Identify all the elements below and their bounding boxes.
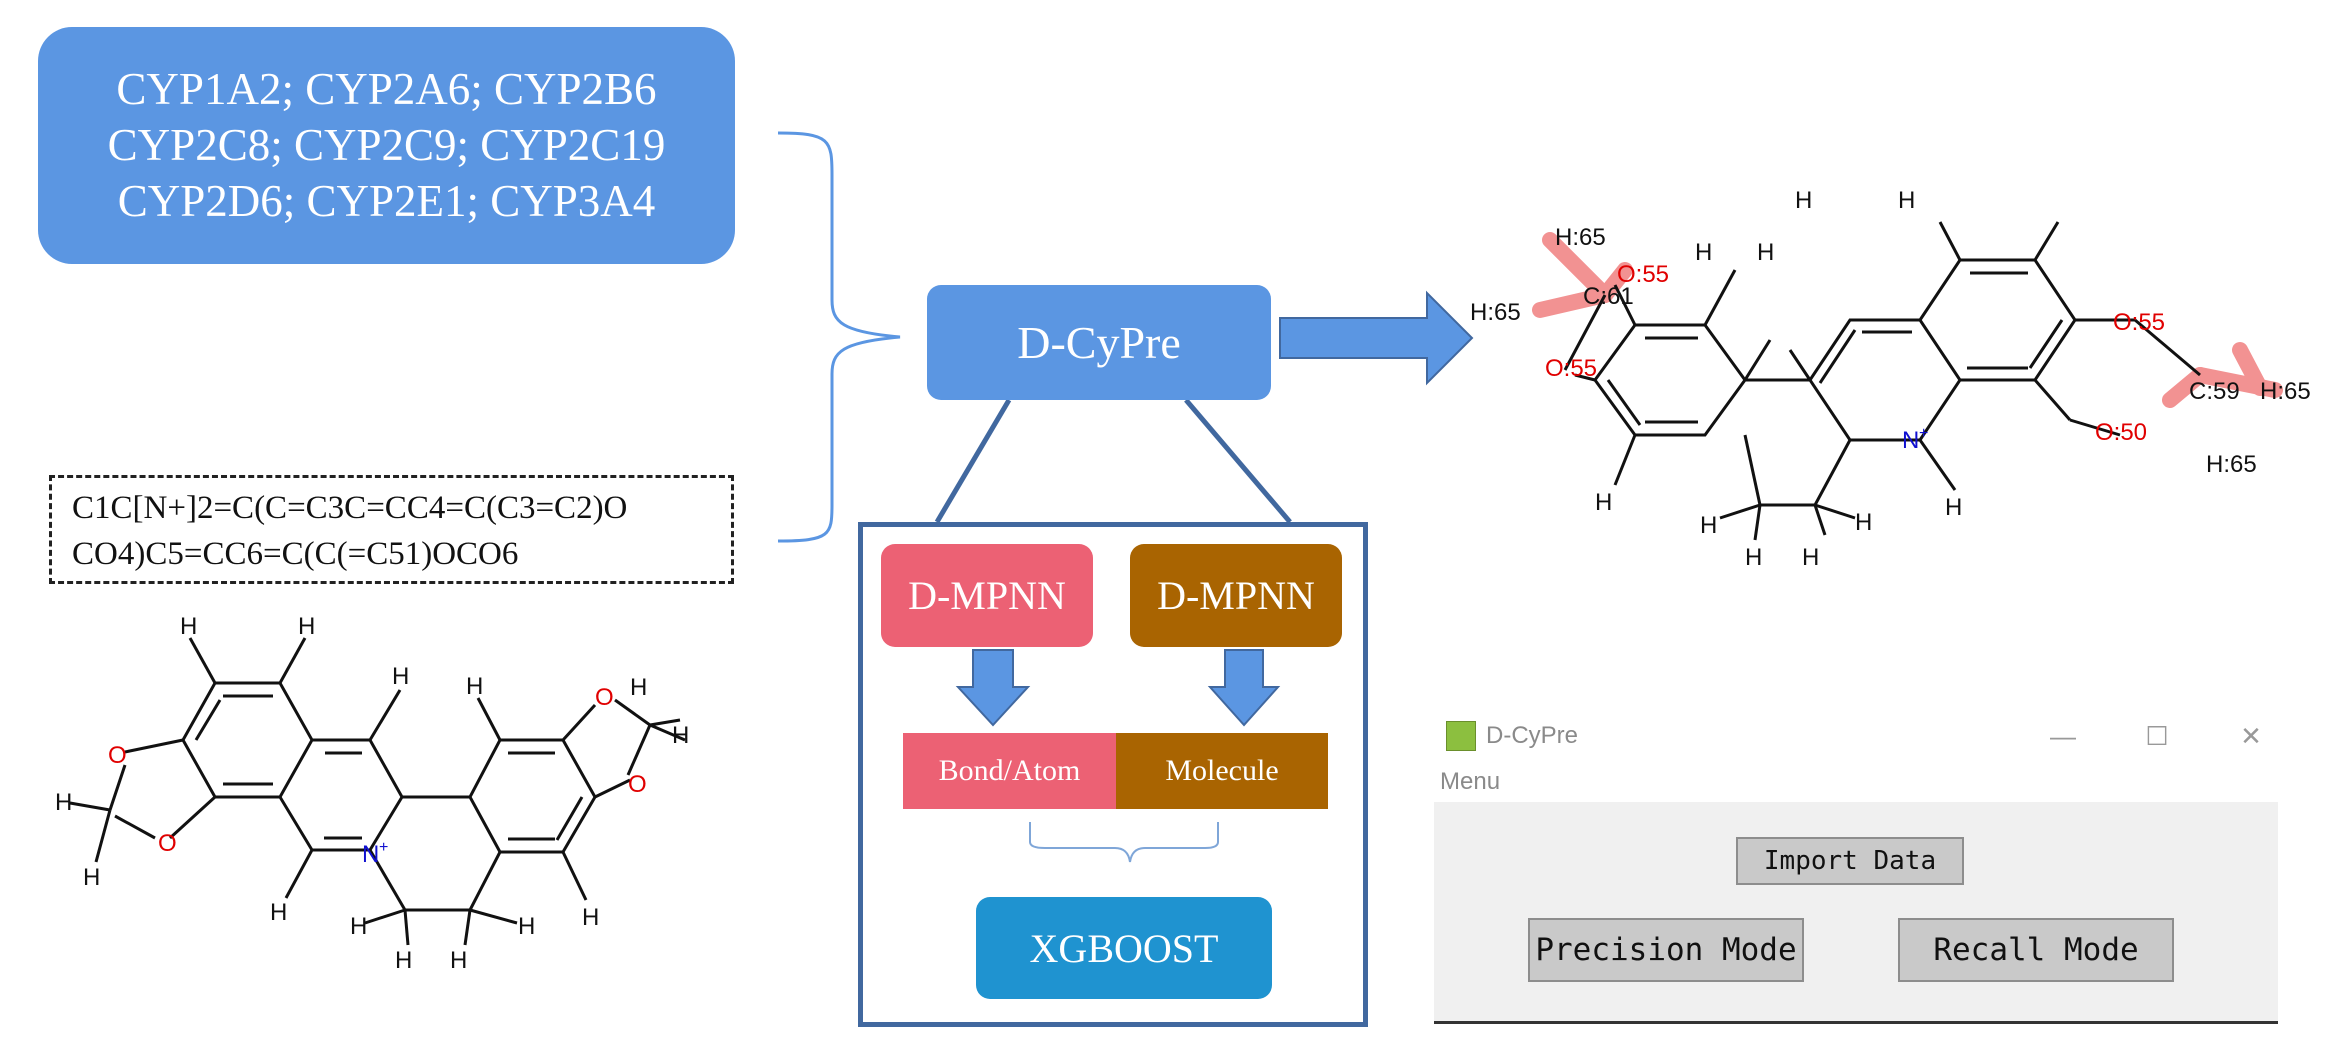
label-c59: C:59 [2189,378,2240,405]
close-icon[interactable]: ✕ [2240,721,2262,751]
bond-atom-feature: Bond/Atom [903,733,1116,809]
annotated-molecule-labels: H:65 H:65 C:61 C:59 H:65 H:65 H H H H H … [1470,187,2311,571]
input-molecule-bonds [69,637,686,946]
atom-h: H [298,613,315,640]
label-o55: O:55 [2113,309,2165,336]
label-h: H [1595,489,1612,516]
atom-o: O [158,830,177,857]
cyp-line-2: CYP2C8; CYP2C9; CYP2C19 [107,120,666,170]
label-o50: O:50 [2095,419,2147,446]
input-molecule-nitrogen: N + [362,839,388,868]
label-h: H [1700,512,1717,539]
annotated-molecule-bonds [1563,221,2201,541]
atom-h: H [672,722,689,749]
import-data-button[interactable]: Import Data [1736,837,1964,885]
label-h: H [1757,239,1774,266]
menu-item[interactable]: Menu [1440,768,1501,795]
window-title: D-CyPre [1486,722,1579,749]
minimize-icon[interactable]: — [2050,721,2076,751]
app-window: D-CyPre — ☐ ✕ Menu Import Data Precision… [1434,710,2278,1024]
label-o55: O:55 [1545,355,1597,382]
app-icon [1446,721,1476,751]
zoom-line-right [1184,398,1292,524]
atom-h: H [450,947,467,974]
dmpnn-bond-atom-box: D-MPNN [881,544,1093,647]
atom-h: H [466,673,483,700]
annotated-molecule-nitrogen: N + [1902,425,1928,454]
label-h: H [1802,544,1819,571]
atom-n: N [362,841,379,868]
dmpnn-molecule-box: D-MPNN [1130,544,1342,647]
label-h65: H:65 [1555,224,1606,251]
label-h: H [1898,187,1915,214]
feature-brace [1029,822,1219,863]
input-molecule-atoms: H H H H H H H H H H H H H H [55,613,689,974]
smiles-line-1: C1C[N+]2=C(C=C3C=CC4=C(C3=C2)O [72,490,628,526]
zoom-line-left [934,398,1012,524]
atom-o: O [108,742,127,769]
label-h65: H:65 [2260,378,2311,405]
dcypre-model-box: D-CyPre [927,285,1271,400]
label-h: H [1695,239,1712,266]
output-arrow [1279,290,1474,386]
smiles-line-2: CO4)C5=CC6=C(C(=C51)OCO6 [72,536,519,572]
atom-h: H [582,904,599,931]
atom-h: H [83,864,100,891]
label-h65: H:65 [1470,299,1521,326]
molecule-feature: Molecule [1116,733,1328,809]
annotated-molecule-structure: H:65 H:65 C:61 C:59 H:65 H:65 H H H H H … [1470,187,2311,571]
xgboost-box: XGBOOST [976,897,1272,999]
down-arrow-left [955,649,1031,727]
label-h: H [1855,509,1872,536]
label-h: H [1795,187,1812,214]
atom-h: H [270,899,287,926]
annotated-molecule-oxygens: O:55 O:55 O:55 O:50 [1545,261,2165,446]
smiles-box: C1C[N+]2=C(C=C3C=CC4=C(C3=C2)O CO4)C5=CC… [49,475,734,584]
atom-h: H [392,663,409,690]
atom-h: H [55,789,72,816]
cyp-isoform-box: CYP1A2; CYP2A6; CYP2B6 CYP2C8; CYP2C9; C… [38,27,735,264]
model-architecture-frame [858,522,1368,1027]
window-titlebar: D-CyPre — ☐ ✕ [1434,710,2278,762]
site-highlights [1532,232,2283,408]
label-charge: + [1919,425,1928,442]
recall-mode-button[interactable]: Recall Mode [1898,918,2174,982]
window-bottom-border [1434,1021,2278,1024]
maximize-icon[interactable]: ☐ [2145,721,2169,751]
atom-h: H [395,947,412,974]
label-h: H [1945,494,1962,521]
input-molecule-oxygens: O O O O [108,684,647,857]
label-c61: C:61 [1583,283,1634,310]
input-molecule-structure: H H H H H H H H H H H H H H O O O O N + [55,613,689,974]
atom-h: H [518,913,535,940]
down-arrow-right [1207,649,1281,727]
atom-h: H [180,613,197,640]
label-h65: H:65 [2206,451,2257,478]
menu-bar: Menu [1434,762,2278,802]
atom-o: O [628,771,647,798]
atom-h: H [630,674,647,701]
atom-charge: + [379,839,388,856]
cyp-line-1: CYP1A2; CYP2A6; CYP2B6 [116,64,657,114]
precision-mode-button[interactable]: Precision Mode [1528,918,1804,982]
label-n: N [1902,427,1919,454]
atom-o: O [595,684,614,711]
grouping-brace [777,131,901,543]
cyp-line-3: CYP2D6; CYP2E1; CYP3A4 [117,176,656,226]
label-o55: O:55 [1617,261,1669,288]
atom-h: H [350,913,367,940]
label-h: H [1745,544,1762,571]
